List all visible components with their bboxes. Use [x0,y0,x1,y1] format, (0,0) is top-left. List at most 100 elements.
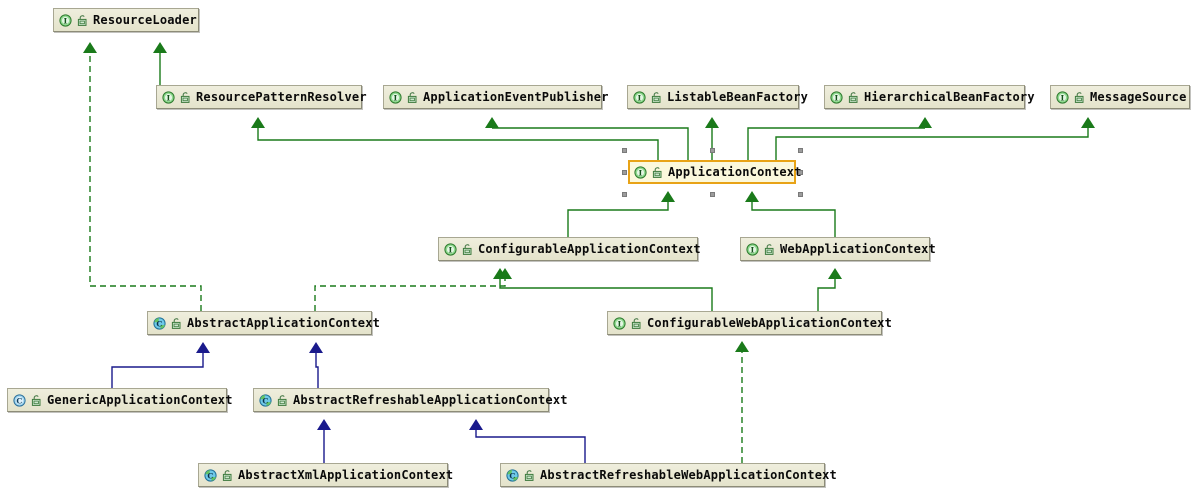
package-lock-icon [847,91,860,104]
uml-node-AbstractRefreshableWebApplicationContext[interactable]: C AbstractRefreshableWebApplicationContex… [500,463,837,487]
selection-handle[interactable] [622,148,627,153]
uml-node-WebApplicationContext[interactable]: I WebApplicationContext [740,237,936,261]
uml-node-label: ApplicationEventPublisher [423,90,609,104]
uml-node-label: WebApplicationContext [780,242,936,256]
svg-text:I: I [449,245,453,254]
package-lock-icon [523,469,536,482]
package-lock-icon [170,317,183,330]
uml-node-label: MessageSource [1090,90,1187,104]
uml-node-label: ApplicationContext [668,165,802,179]
svg-text:I: I [638,93,642,102]
arrowhead [493,268,507,279]
arrowhead [1081,117,1095,128]
interface-icon: I [613,316,626,330]
uml-edge-e13 [735,341,749,463]
selection-handle[interactable] [710,148,715,153]
interface-icon: I [746,242,759,256]
selection-handle[interactable] [798,148,803,153]
package-lock-icon [76,14,89,27]
selection-handle[interactable] [622,170,627,175]
uml-node-ResourcePatternResolver[interactable]: I ResourcePatternResolver [156,85,367,109]
arrowhead [83,42,97,53]
selection-handle[interactable] [710,192,715,197]
package-lock-icon [461,243,474,256]
uml-node-ConfigurableWebApplicationContext[interactable]: I ConfigurableWebApplicationContext [607,311,892,335]
uml-node-GenericApplicationContext[interactable]: C GenericApplicationContext [7,388,232,412]
interface-icon: I [830,90,843,104]
uml-edge-e12 [314,268,512,311]
uml-node-label: GenericApplicationContext [47,393,233,407]
selection-handle[interactable] [798,170,803,175]
svg-text:I: I [64,16,68,25]
abstract-class-icon: C [153,316,166,330]
svg-text:C: C [156,319,162,328]
uml-node-label: AbstractXmlApplicationContext [238,468,454,482]
arrowhead [485,117,499,128]
svg-text:C: C [16,396,22,405]
uml-node-label: ResourceLoader [93,13,197,27]
uml-node-MessageSource[interactable]: I MessageSource [1050,85,1190,109]
arrowhead [828,268,842,279]
uml-edge-e16 [317,419,331,463]
arrowhead [705,117,719,128]
arrowhead [661,191,675,202]
uml-edge-e2 [251,117,659,160]
uml-node-HierarchicalBeanFactory[interactable]: I HierarchicalBeanFactory [824,85,1035,109]
arrowhead [469,419,483,430]
uml-node-label: AbstractRefreshableApplicationContext [293,393,568,407]
uml-node-label: ConfigurableApplicationContext [478,242,701,256]
uml-node-label: AbstractApplicationContext [187,316,381,330]
arrowhead [196,342,210,353]
arrowhead [309,342,323,353]
svg-text:C: C [207,471,213,480]
package-lock-icon [651,166,664,179]
uml-edge-e15 [309,342,323,388]
uml-edge-e8 [745,191,836,237]
selection-handle[interactable] [798,192,803,197]
package-lock-icon [650,91,663,104]
uml-node-label: ResourcePatternResolver [196,90,367,104]
uml-node-ApplicationContext[interactable]: I ApplicationContext [628,160,801,184]
arrowhead [153,42,167,53]
svg-text:I: I [1061,93,1065,102]
uml-node-AbstractXmlApplicationContext[interactable]: C AbstractXmlApplicationContext [198,463,453,487]
uml-node-label: AbstractRefreshableWebApplicationContext [540,468,837,482]
uml-edge-e17 [469,419,586,463]
svg-text:C: C [509,471,515,480]
uml-edge-e14 [111,342,210,388]
uml-node-label: ListableBeanFactory [667,90,809,104]
arrowhead [745,191,759,202]
uml-edge-e6 [775,117,1095,160]
selection-handle[interactable] [622,192,627,197]
uml-edge-e7 [567,191,675,237]
svg-text:I: I [639,168,643,177]
abstract-class-icon: C [506,468,519,482]
package-lock-icon [276,394,289,407]
svg-text:I: I [751,245,755,254]
uml-node-label: ConfigurableWebApplicationContext [647,316,893,330]
uml-node-ApplicationEventPublisher[interactable]: I ApplicationEventPublisher [383,85,608,109]
uml-edge-e1 [153,42,167,85]
class-icon: C [13,393,26,407]
package-lock-icon [1073,91,1086,104]
interface-icon: I [389,90,402,104]
package-lock-icon [30,394,43,407]
uml-node-ListableBeanFactory[interactable]: I ListableBeanFactory [627,85,808,109]
uml-node-ResourceLoader[interactable]: I ResourceLoader [53,8,199,32]
package-lock-icon [763,243,776,256]
arrowhead [918,117,932,128]
package-lock-icon [221,469,234,482]
uml-node-label: HierarchicalBeanFactory [864,90,1035,104]
uml-node-AbstractApplicationContext[interactable]: C AbstractApplicationContext [147,311,380,335]
uml-edge-e4 [705,117,719,160]
svg-text:I: I [167,93,171,102]
uml-edge-e3 [485,117,689,160]
package-lock-icon [406,91,419,104]
uml-node-ConfigurableApplicationContext[interactable]: I ConfigurableApplicationContext [438,237,701,261]
package-lock-icon [179,91,192,104]
abstract-class-icon: C [204,468,217,482]
arrowhead [498,268,512,279]
uml-edge-e9 [493,268,713,311]
